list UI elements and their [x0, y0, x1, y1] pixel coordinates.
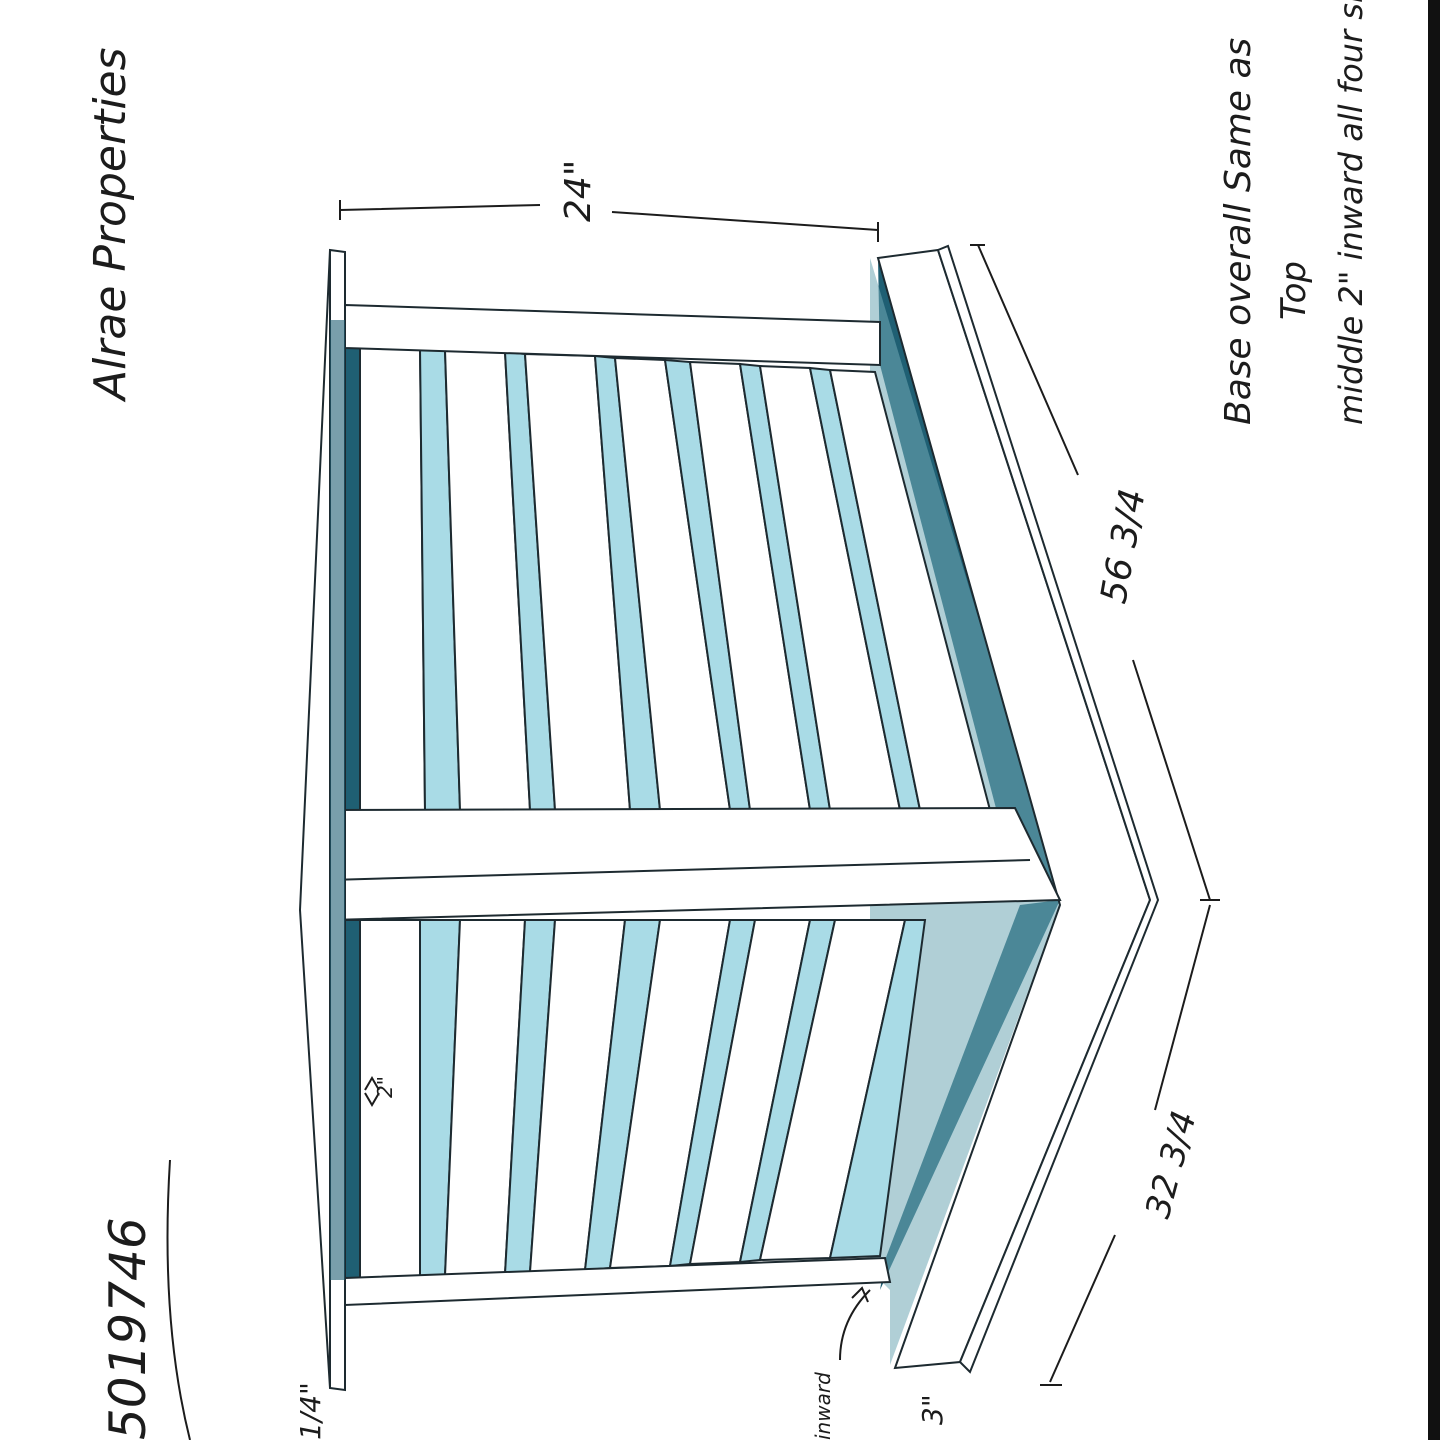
note-line-1: Base overall Same as	[1218, 38, 1259, 425]
dim-32	[1040, 904, 1211, 1386]
dim-side-label: 32 3/4	[1138, 1107, 1205, 1222]
slat	[344, 344, 361, 811]
top-panel-face	[298, 249, 331, 1389]
inward-label: inward	[811, 1372, 835, 1440]
slat	[359, 343, 427, 811]
base-edge	[936, 244, 1160, 1374]
margin-curve	[166, 1159, 191, 1440]
post-corner-edge	[329, 859, 1031, 881]
dim-width-label: 56 3/4	[1093, 486, 1153, 607]
dim-depth-label: 24"	[558, 160, 599, 222]
inward-arrow	[839, 1289, 871, 1361]
dim-base-height-label: 3"	[916, 1394, 949, 1425]
slats-lower	[344, 919, 927, 1282]
dimension-lines	[166, 200, 1220, 1440]
note-line-3: middle 2" inward all four sides	[1332, 0, 1370, 425]
dim-24	[339, 200, 879, 242]
dim-top-thickness-label: 1/4"	[294, 1382, 327, 1440]
dim-slat-gap-label: 2"	[373, 1076, 397, 1098]
note-line-2: Top	[1274, 261, 1314, 320]
top-panel-shadow	[330, 320, 345, 1280]
dim-56	[970, 244, 1220, 901]
gap-arrows	[364, 1076, 380, 1107]
slat	[344, 919, 361, 1281]
slat	[828, 919, 927, 1260]
title: Alrae Properties	[85, 47, 136, 403]
page-border	[1428, 0, 1440, 1440]
inward-arrowhead	[851, 1286, 869, 1303]
post-corner	[329, 806, 1062, 922]
drawing-number: 5019746	[99, 1217, 157, 1440]
